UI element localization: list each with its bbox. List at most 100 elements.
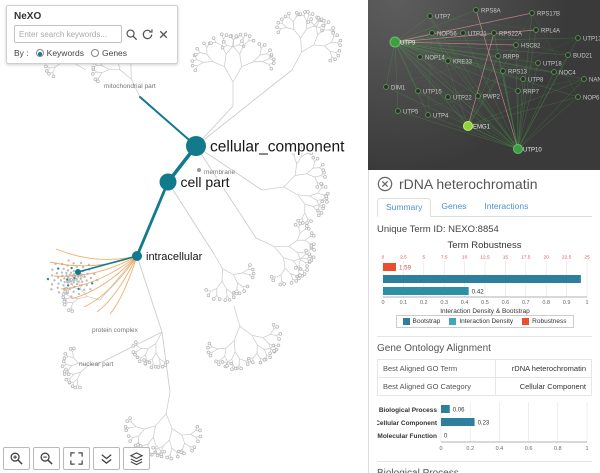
svg-text:DIM1: DIM1 [391,86,406,92]
svg-text:nuclear part: nuclear part [79,361,114,368]
svg-text:NOC4: NOC4 [559,71,576,77]
gene-node[interactable]: RPS22A [491,30,522,38]
svg-text:12.5: 12.5 [480,255,490,261]
gene-node[interactable]: UTP15 [415,88,443,96]
legend-item: Bootstrap [402,318,440,325]
radio-label: Keywords [46,48,84,58]
svg-text:0.8: 0.8 [554,446,562,452]
zoom-in-button[interactable] [3,447,30,470]
robustness-chart-title: Term Robustness [447,240,522,251]
svg-text:0: 0 [444,434,448,440]
tree-node-cell_part[interactable]: cell part [159,172,231,191]
search-by-keywords[interactable]: Keywords [35,48,84,58]
legend-swatch [449,318,457,325]
radio-icon[interactable] [90,49,99,57]
term-title: rDNA heterochromatin [399,176,538,192]
gene-node[interactable]: UTP13 [575,35,600,43]
svg-text:RRP7: RRP7 [523,90,540,96]
gene-node[interactable]: RPS8A [473,7,501,15]
gene-node[interactable]: UTP7 [427,13,451,21]
gene-node[interactable]: NOC4 [551,69,577,77]
svg-text:EMG1: EMG1 [473,125,491,131]
detail-tabs: Summary Genes Interactions [377,198,592,217]
tab-interactions[interactable]: Interactions [484,201,529,211]
svg-text:0.6: 0.6 [502,300,510,306]
tree-node-cellular_component[interactable]: cellular_component [186,136,347,157]
gene-node[interactable]: UTP21 [460,30,488,38]
alignment-row-label: Best Aligned GO Term [378,360,496,377]
tab-summary[interactable]: Summary [377,198,432,217]
gene-node[interactable]: RPL4A [533,27,560,35]
gene-node[interactable]: RPS13 [500,68,528,76]
gene-node[interactable]: UTP8 [520,76,544,84]
tab-genes[interactable]: Genes [441,201,467,211]
gene-node[interactable]: DIM1 [383,84,406,92]
svg-text:0.9: 0.9 [563,300,571,306]
search-by-genes[interactable]: Genes [90,48,127,58]
gene-node[interactable]: HSC82 [513,42,541,50]
svg-text:NOP56: NOP56 [437,32,457,38]
svg-text:UTP8: UTP8 [528,78,544,84]
clear-icon[interactable] [157,28,170,41]
svg-text:UTP22: UTP22 [453,96,472,102]
view-toolbar [3,447,150,470]
svg-text:RPS17B: RPS17B [537,12,560,18]
gene-node[interactable]: UTP18 [535,60,563,68]
gene-node[interactable]: RRP9 [495,53,520,61]
gene-node[interactable]: PWP2 [475,93,501,101]
radio-icon[interactable] [35,49,44,57]
gene-node[interactable]: UTP4 [425,112,449,120]
svg-text:2.5: 2.5 [400,255,407,261]
svg-text:RRP9: RRP9 [503,55,520,61]
zoom-out-button[interactable] [33,447,60,470]
svg-text:0.06: 0.06 [453,408,465,414]
svg-text:mitochondrial part: mitochondrial part [104,83,156,90]
close-icon[interactable] [377,176,393,192]
tree-node-intracellular[interactable]: intracellular [132,249,204,264]
svg-text:PWP2: PWP2 [483,95,501,101]
gene-node[interactable]: BUD21 [565,52,593,60]
alignment-section-title: Gene Ontology Alignment [377,336,592,354]
svg-text:RPL4A: RPL4A [541,29,560,35]
legend-swatch [402,318,410,325]
fit-view-button[interactable] [63,447,90,470]
svg-text:0.4: 0.4 [461,300,469,306]
gene-node[interactable]: RRP7 [515,88,540,96]
gene-node[interactable]: UTP5 [395,108,419,116]
term-id-value: NEXO:8854 [448,224,499,235]
svg-text:cellular_component: cellular_component [210,138,345,155]
svg-text:RPS13: RPS13 [508,70,528,76]
gene-node[interactable]: NOP56 [429,30,458,38]
gene-node[interactable]: EMG1 [463,121,491,131]
svg-text:Interaction Density & Bootstra: Interaction Density & Bootstrap [440,308,530,315]
search-input[interactable] [14,25,122,43]
legend-swatch [522,318,530,325]
gene-node[interactable]: UTP10 [513,144,543,154]
svg-text:0.6: 0.6 [525,446,533,452]
layers-button[interactable] [123,447,150,470]
gene-node[interactable]: NOP14 [417,54,446,62]
gene-node[interactable]: UTP9 [389,36,416,48]
gene-node[interactable]: UTP22 [445,94,473,102]
svg-text:25: 25 [584,255,590,261]
collapse-all-button[interactable] [93,447,120,470]
gene-node[interactable]: KRE33 [445,58,473,66]
svg-text:intracellular: intracellular [146,251,203,263]
search-icon[interactable] [125,28,138,41]
svg-text:Molecular Function: Molecular Function [377,433,437,440]
reset-icon[interactable] [141,28,154,41]
gene-node[interactable]: NOP6 [575,94,600,102]
legend-item: Robustness [522,318,567,325]
svg-text:UTP7: UTP7 [435,15,451,21]
svg-text:NAN1: NAN1 [589,78,600,84]
gene-node[interactable]: NAN1 [581,76,600,84]
gene-node[interactable]: RPS17B [529,10,560,18]
